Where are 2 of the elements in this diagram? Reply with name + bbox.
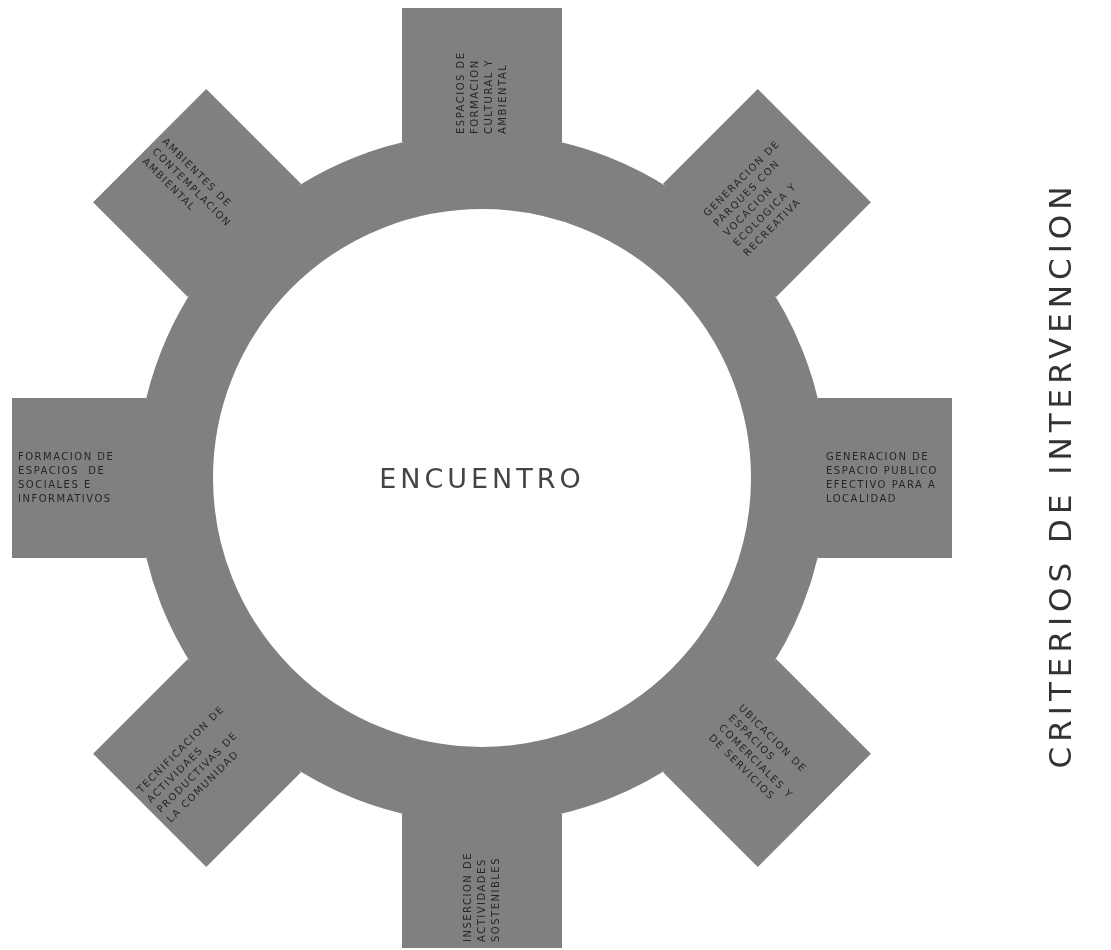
title: CRITERIOS DE INTERVENCION bbox=[1041, 181, 1078, 769]
center-label: ENCUENTRO bbox=[379, 462, 585, 494]
